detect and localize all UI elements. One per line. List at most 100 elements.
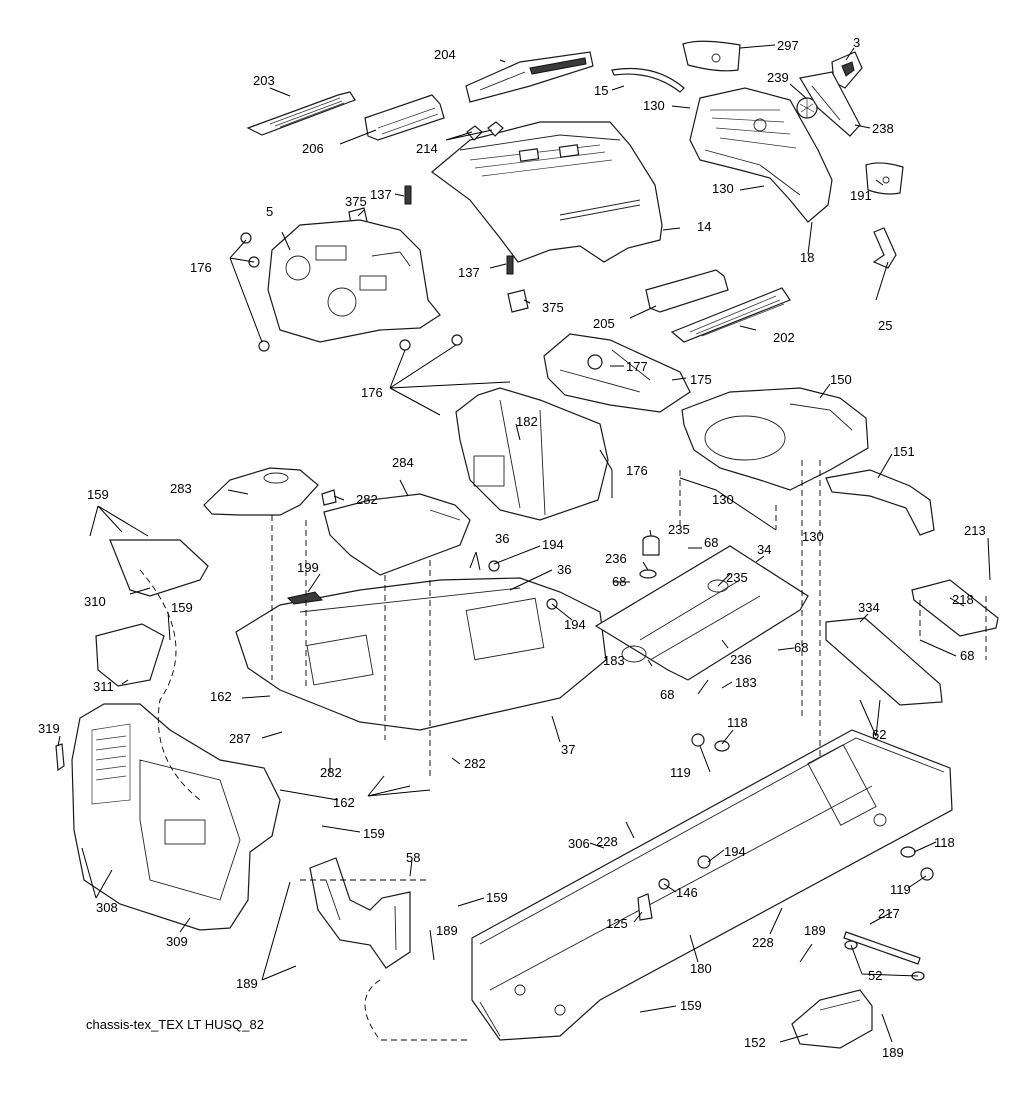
part-58-bracket — [309, 857, 411, 969]
callout-213: 213 — [964, 523, 986, 538]
callout-228: 228 — [752, 935, 774, 950]
part-3-badge — [831, 51, 863, 89]
callout-18: 18 — [800, 250, 814, 265]
callout-183: 183 — [603, 653, 625, 668]
callout-206: 206 — [302, 141, 324, 156]
part-34-plate — [594, 545, 809, 681]
callout-309: 309 — [166, 934, 188, 949]
part-334-bracket — [825, 617, 943, 706]
callout-191: 191 — [850, 188, 872, 203]
callout-176: 176 — [190, 260, 212, 275]
callout-130: 130 — [712, 181, 734, 196]
callout-218: 218 — [952, 592, 974, 607]
part-14-hood — [431, 121, 663, 263]
callout-151: 151 — [893, 444, 915, 459]
callout-162: 162 — [210, 689, 232, 704]
callout-159: 159 — [486, 890, 508, 905]
callout-159: 159 — [87, 487, 109, 502]
part-203-strip — [246, 91, 356, 136]
callout-236: 236 — [605, 551, 627, 566]
callout-176: 176 — [626, 463, 648, 478]
callout-282: 282 — [356, 492, 378, 507]
callout-217: 217 — [878, 906, 900, 921]
callout-176: 176 — [361, 385, 383, 400]
callout-58: 58 — [406, 850, 420, 865]
callout-287: 287 — [229, 731, 251, 746]
callout-68: 68 — [612, 574, 626, 589]
part-202-grille — [670, 287, 791, 343]
callout-308: 308 — [96, 900, 118, 915]
assembly-lines — [139, 460, 987, 1041]
callout-25: 25 — [878, 318, 892, 333]
callout-319: 319 — [38, 721, 60, 736]
part-309-grille-housing — [71, 703, 281, 931]
callout-194: 194 — [542, 537, 564, 552]
diagram-caption: chassis-tex_TEX LT HUSQ_82 — [86, 1017, 264, 1032]
part-282-clip-a — [321, 489, 337, 506]
callout-199: 199 — [297, 560, 319, 575]
part-37-footrest — [235, 577, 607, 731]
callout-130: 130 — [643, 98, 665, 113]
part-118-washer-a — [714, 740, 730, 752]
callout-68: 68 — [960, 648, 974, 663]
part-194-nut-c — [697, 855, 711, 869]
callout-205: 205 — [593, 316, 615, 331]
callout-62: 62 — [872, 727, 886, 742]
part-375-pad-b — [507, 289, 529, 313]
callout-146: 146 — [676, 885, 698, 900]
callout-68: 68 — [660, 687, 674, 702]
callout-235: 235 — [668, 522, 690, 537]
callout-68: 68 — [794, 640, 808, 655]
part-239-emblem — [796, 97, 818, 119]
part-5-dash-console — [267, 219, 441, 343]
callout-150: 150 — [830, 372, 852, 387]
callout-177: 177 — [626, 359, 648, 374]
callout-282: 282 — [464, 756, 486, 771]
callout-5: 5 — [266, 204, 273, 219]
part-311-bracket — [95, 623, 165, 687]
callout-182: 182 — [516, 414, 538, 429]
callout-36: 36 — [495, 531, 509, 546]
callout-283: 283 — [170, 481, 192, 496]
callout-194: 194 — [564, 617, 586, 632]
callout-204: 204 — [434, 47, 456, 62]
callout-311: 311 — [93, 679, 114, 694]
callout-118: 118 — [934, 835, 955, 850]
part-191-block — [865, 162, 904, 195]
callout-15: 15 — [594, 83, 608, 98]
callout-36: 36 — [557, 562, 571, 577]
callout-118: 118 — [727, 715, 748, 730]
callout-37: 37 — [561, 742, 575, 757]
part-206-bracket — [364, 94, 445, 141]
part-125-plate — [637, 893, 653, 921]
callout-189: 189 — [436, 923, 458, 938]
callout-183: 183 — [735, 675, 757, 690]
part-283-pan — [203, 467, 319, 516]
part-175-bracket — [543, 333, 691, 413]
callout-175: 175 — [690, 372, 712, 387]
callout-119: 119 — [890, 882, 911, 897]
callout-162: 162 — [333, 795, 355, 810]
callout-202: 202 — [773, 330, 795, 345]
callout-52: 52 — [868, 968, 882, 983]
callout-214: 214 — [416, 141, 438, 156]
part-137-stud-b — [506, 255, 514, 275]
part-319-pin — [55, 743, 65, 772]
callout-239: 239 — [767, 70, 789, 85]
part-217-rod — [843, 931, 925, 981]
callout-130: 130 — [712, 492, 734, 507]
part-15-trim — [611, 67, 685, 93]
part-238-panel — [799, 71, 861, 137]
callout-334: 334 — [858, 600, 880, 615]
callout-284: 284 — [392, 455, 414, 470]
callout-159: 159 — [171, 600, 193, 615]
callout-159: 159 — [680, 998, 702, 1013]
part-176-bolts-console — [240, 232, 463, 352]
callout-180: 180 — [690, 961, 712, 976]
part-218-bracket — [911, 579, 999, 637]
callout-189: 189 — [236, 976, 258, 991]
part-182-tower — [455, 387, 609, 521]
callout-238: 238 — [872, 121, 894, 136]
callout-375: 375 — [345, 194, 367, 209]
